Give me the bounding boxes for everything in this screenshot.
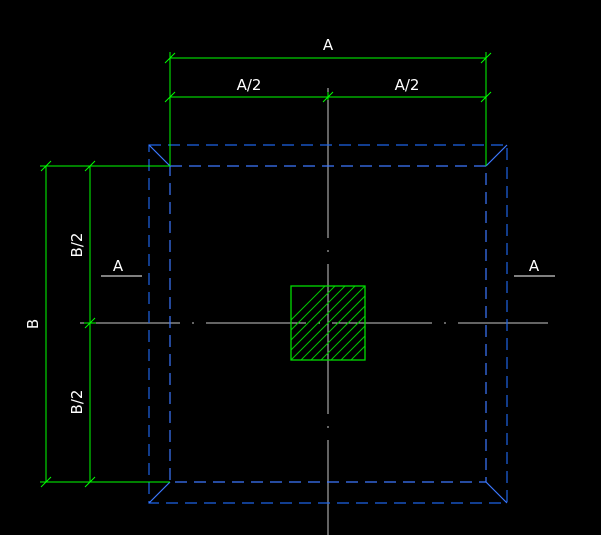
dim-label-A-half-left: A/2 [237,76,262,94]
section-mark-right: A [514,257,555,277]
section-label-right: A [529,257,540,275]
top-dimensions [164,52,492,166]
dim-label-B-half-top: B/2 [68,233,86,258]
left-dimensions [40,160,170,488]
section-mark-left: A [101,257,142,277]
centerlines [80,88,548,535]
corner-chamfer-bl [148,481,171,504]
dim-label-A-half-right: A/2 [395,76,420,94]
inner-footing-edge [169,165,487,483]
outer-dashed-rectangle [148,144,508,504]
corner-chamfer-tr [485,144,508,167]
column-outline [290,285,366,361]
dim-label-B-half-bottom: B/2 [68,390,86,415]
column [290,285,366,361]
corner-chamfer-br [485,481,508,504]
corner-chamfer-tl [148,144,171,167]
section-label-left: A [113,257,124,275]
dim-label-B: B [24,319,42,329]
dim-label-A: A [323,36,334,54]
outer-outline [148,144,508,504]
